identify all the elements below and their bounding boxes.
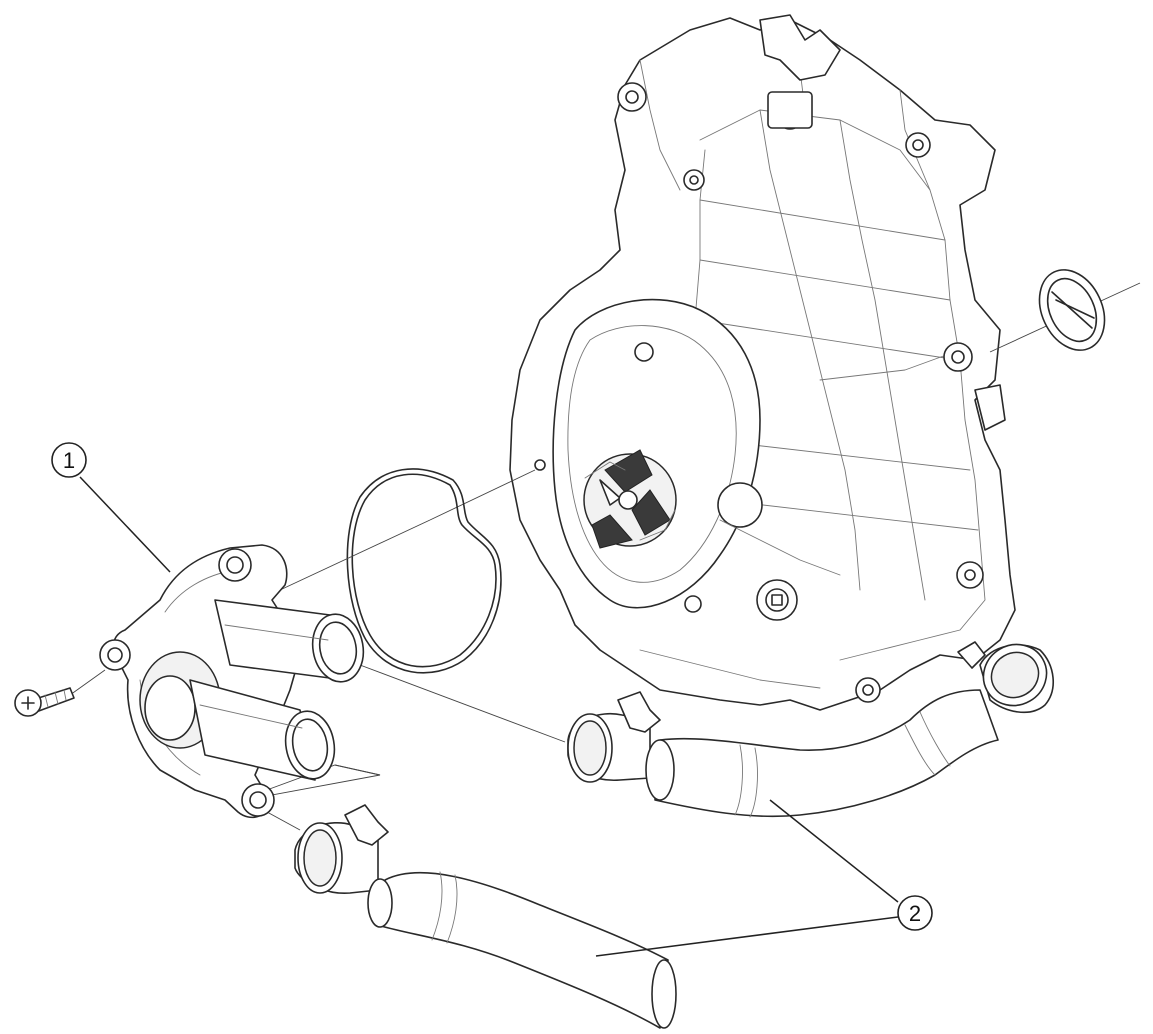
callout-1-circle (51, 442, 87, 478)
oil-seal (989, 269, 1141, 353)
impeller (583, 449, 677, 549)
callout-2-leader-a (769, 799, 899, 903)
callout-2-label: 2 (909, 901, 921, 926)
coolant-hose-lower (367, 871, 677, 1029)
hose-clamp-2 (957, 641, 1055, 714)
callout-1: 1 (51, 442, 171, 573)
callout-2: 2 (595, 799, 933, 957)
callout-2-circle (897, 895, 933, 931)
hose-clamp-3 (294, 804, 389, 894)
hose-clamp-1 (567, 691, 661, 783)
callout-1-label: 1 (63, 448, 75, 473)
callout-1-leader (79, 476, 171, 573)
callout-2-leader-b (595, 916, 899, 957)
bolt (14, 669, 106, 717)
engine-cover (509, 14, 1016, 711)
coolant-hose-upper (645, 689, 999, 818)
water-pump-cover (99, 519, 566, 831)
o-ring-gasket (346, 468, 536, 674)
